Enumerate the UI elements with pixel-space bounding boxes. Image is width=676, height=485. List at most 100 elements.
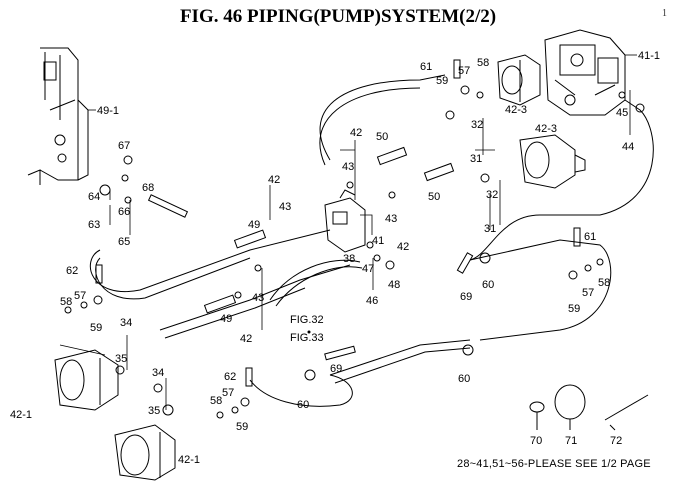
- leader-lines: [59, 54, 637, 410]
- hose-fig32-arc: [269, 259, 361, 301]
- ref-fig32: FIG.32: [290, 314, 324, 326]
- callout-32: 32: [486, 189, 498, 201]
- callout-49: 49: [220, 313, 232, 325]
- callout-41: 41: [372, 235, 384, 247]
- callout-59: 59: [236, 421, 248, 433]
- tube-69-b: [324, 345, 356, 361]
- callout-59: 59: [436, 75, 448, 87]
- callout-62: 62: [66, 265, 78, 277]
- callout-42: 42: [240, 333, 252, 345]
- hose-lower-center: [329, 339, 471, 376]
- callout-46: 46: [366, 295, 378, 307]
- callout-47: 47: [362, 263, 374, 275]
- callout-50: 50: [428, 191, 440, 203]
- hose-lower-center-2: [334, 347, 471, 384]
- callout-42-3: 42-3: [505, 104, 527, 116]
- callout-42-1: 42-1: [178, 454, 200, 466]
- callout-66: 66: [118, 206, 130, 218]
- callout-44: 44: [622, 141, 634, 153]
- callout-35: 35: [148, 405, 160, 417]
- callout-69: 69: [460, 291, 472, 303]
- hose-41-to-44: [469, 99, 654, 261]
- hose-long-diagonal: [159, 264, 351, 331]
- callout-35: 35: [115, 353, 127, 365]
- ref-dot: [307, 330, 311, 334]
- callout-43: 43: [279, 201, 291, 213]
- callout-63: 63: [88, 219, 100, 231]
- callout-59: 59: [568, 303, 580, 315]
- callout-42: 42: [268, 174, 280, 186]
- callout-34: 34: [152, 367, 164, 379]
- callout-68: 68: [142, 182, 154, 194]
- callout-45: 45: [616, 107, 628, 119]
- callout-69: 69: [330, 363, 342, 375]
- callout-72: 72: [610, 435, 622, 447]
- fittings: [64, 85, 645, 419]
- tube-62-a: [95, 264, 103, 284]
- motor-42-1-bottom: [114, 424, 176, 481]
- callout-42-3: 42-3: [535, 123, 557, 135]
- callout-41-1: 41-1: [638, 50, 660, 62]
- callout-57: 57: [222, 387, 234, 399]
- seal-ring-71: [554, 384, 586, 430]
- callout-43: 43: [385, 213, 397, 225]
- callout-49: 49: [248, 219, 260, 231]
- ref-fig33: FIG.33: [290, 332, 324, 344]
- callout-31: 31: [470, 153, 482, 165]
- callout-43: 43: [252, 292, 264, 304]
- callout-71: 71: [565, 435, 577, 447]
- callout-61: 61: [420, 61, 432, 73]
- callout-65: 65: [118, 236, 130, 248]
- cable-tie-72: [604, 394, 649, 431]
- hydraulic-pump-41-1: [544, 29, 626, 116]
- callout-70: 70: [530, 435, 542, 447]
- callout-57: 57: [458, 65, 470, 77]
- tube-69-a: [456, 252, 474, 274]
- callout-42: 42: [397, 241, 409, 253]
- callout-67: 67: [118, 140, 130, 152]
- tube-50-b: [423, 162, 455, 182]
- callout-42: 42: [350, 127, 362, 139]
- motor-42-3-middle: [519, 134, 586, 189]
- hose-loop-top-inner: [319, 87, 421, 166]
- tube-61-b: [573, 227, 581, 247]
- callout-50: 50: [376, 131, 388, 143]
- hose-long-diagonal-2: [164, 287, 306, 339]
- hose-main-left-2: [95, 257, 251, 300]
- callout-58: 58: [60, 296, 72, 308]
- callout-49-1: 49-1: [97, 105, 119, 117]
- machine-frame: [27, 47, 89, 185]
- callout-34: 34: [120, 317, 132, 329]
- tube-50-a: [376, 146, 408, 166]
- control-valve-block: [324, 189, 366, 253]
- hose-loop-top: [319, 74, 446, 161]
- callout-61: 61: [584, 231, 596, 243]
- motor-42-1-left: [54, 349, 119, 411]
- callout-57: 57: [74, 290, 86, 302]
- callout-32: 32: [471, 119, 483, 131]
- callout-60: 60: [297, 399, 309, 411]
- o-ring-70: [529, 401, 545, 430]
- hose-right-lower: [469, 239, 612, 341]
- page-mark: 1: [662, 8, 667, 19]
- tube-62-b: [245, 367, 253, 387]
- callout-59: 59: [90, 322, 102, 334]
- hose-fig32-arc-2: [275, 266, 363, 307]
- hose-62-loop: [249, 374, 353, 407]
- tube-49-lower: [203, 294, 237, 314]
- callout-60: 60: [458, 373, 470, 385]
- footnote: 28~41,51~56-PLEASE SEE 1/2 PAGE: [457, 458, 651, 470]
- tube-68: [147, 194, 189, 218]
- callout-62: 62: [224, 371, 236, 383]
- callout-58: 58: [210, 395, 222, 407]
- tube-61-a: [453, 59, 461, 79]
- callout-48: 48: [388, 279, 400, 291]
- callout-42-1: 42-1: [10, 409, 32, 421]
- callout-38: 38: [343, 253, 355, 265]
- tube-49-upper: [233, 229, 267, 249]
- callout-58: 58: [598, 277, 610, 289]
- figure-title: FIG. 46 PIPING(PUMP)SYSTEM(2/2): [179, 6, 497, 27]
